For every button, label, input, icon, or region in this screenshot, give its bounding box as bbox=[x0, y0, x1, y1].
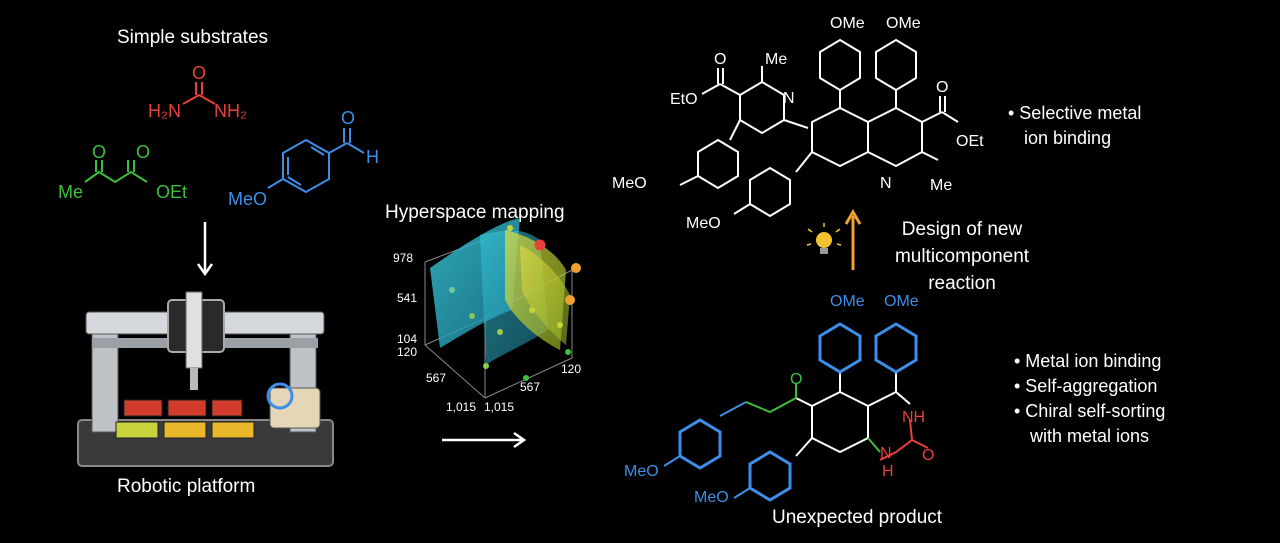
top-n-2: N bbox=[880, 175, 892, 192]
tick-1015b: 1,015 bbox=[484, 400, 514, 414]
design-line-3: reaction bbox=[928, 273, 996, 294]
top-ome-2: OMe bbox=[886, 15, 921, 32]
top-me-1: Me bbox=[765, 51, 787, 68]
robotic-platform-label: Robotic platform bbox=[117, 476, 256, 497]
urea-molecule bbox=[182, 82, 216, 105]
bottom-o-2: O bbox=[922, 447, 934, 464]
bullet-top-1: • Selective metal bbox=[1008, 103, 1142, 123]
ketoester-me: Me bbox=[58, 182, 83, 202]
aldehyde-o: O bbox=[341, 108, 355, 128]
tick-978: 978 bbox=[393, 251, 413, 265]
bottom-h: H bbox=[882, 463, 894, 480]
ketoester-molecule bbox=[84, 160, 148, 184]
design-line-1: Design of new bbox=[901, 219, 1023, 240]
bottom-ome-2: OMe bbox=[884, 293, 919, 310]
tick-567b: 567 bbox=[520, 380, 540, 394]
bottom-product-molecule bbox=[663, 322, 929, 502]
top-o-1: O bbox=[714, 51, 726, 68]
tick-104: 104 bbox=[397, 332, 417, 346]
urea-o: O bbox=[192, 63, 206, 83]
aldehyde-molecule bbox=[267, 128, 365, 194]
up-arrow-icon bbox=[844, 209, 862, 270]
aldehyde-meo: MeO bbox=[228, 189, 267, 209]
hyperspace-surfaces bbox=[430, 218, 570, 365]
bullet-bottom-2: • Self-aggregation bbox=[1014, 376, 1158, 396]
tick-120b: 120 bbox=[561, 362, 581, 376]
robot-icon bbox=[77, 291, 334, 467]
ketoester-oet: OEt bbox=[156, 182, 187, 202]
top-o-2: O bbox=[936, 79, 948, 96]
tick-1015a: 1,015 bbox=[446, 400, 476, 414]
tick-120: 120 bbox=[397, 345, 417, 359]
substrates-label: Simple substrates bbox=[117, 27, 269, 48]
urea-nh2: NH₂ bbox=[214, 101, 247, 121]
urea-h2n: H₂N bbox=[148, 101, 181, 121]
bottom-n: N bbox=[880, 445, 892, 462]
top-meo-2: MeO bbox=[686, 215, 721, 232]
top-eto: EtO bbox=[670, 91, 698, 108]
tick-567a: 567 bbox=[426, 371, 446, 385]
design-label: Design of new multicomponent reaction bbox=[878, 216, 1046, 297]
top-oet: OEt bbox=[956, 133, 984, 150]
bullet-bottom-4: with metal ions bbox=[1030, 426, 1150, 446]
bullets-bottom: • Metal ion binding • Self-aggregation •… bbox=[1014, 349, 1165, 449]
hyperspace-points bbox=[449, 225, 581, 381]
ketoester-o2: O bbox=[136, 142, 150, 162]
bottom-nh: NH bbox=[902, 409, 925, 426]
tick-541: 541 bbox=[397, 291, 417, 305]
top-ome-1: OMe bbox=[830, 15, 865, 32]
ketoester-o1: O bbox=[92, 142, 106, 162]
lightbulb-icon bbox=[806, 223, 842, 254]
bottom-meo-2: MeO bbox=[694, 489, 729, 506]
top-product-molecule bbox=[679, 38, 959, 218]
hyperspace-label: Hyperspace mapping bbox=[385, 202, 565, 223]
down-arrow-icon bbox=[196, 222, 214, 277]
bullet-top-2: ion binding bbox=[1024, 128, 1112, 148]
top-me-2: Me bbox=[930, 177, 952, 194]
design-line-2: multicomponent bbox=[894, 246, 1030, 267]
aldehyde-h: H bbox=[366, 147, 379, 167]
bottom-ome-1: OMe bbox=[830, 293, 865, 310]
unexpected-product-label: Unexpected product bbox=[772, 507, 943, 528]
bottom-o-1: O bbox=[790, 371, 802, 388]
top-meo-1: MeO bbox=[612, 175, 647, 192]
right-arrow-icon bbox=[442, 431, 527, 449]
bullet-bottom-1: • Metal ion binding bbox=[1014, 351, 1162, 371]
bottom-meo-1: MeO bbox=[624, 463, 659, 480]
bullet-bottom-3: • Chiral self-sorting bbox=[1014, 401, 1166, 421]
bullets-top: • Selective metal ion binding bbox=[1008, 101, 1141, 151]
top-n-1: N bbox=[783, 90, 795, 107]
